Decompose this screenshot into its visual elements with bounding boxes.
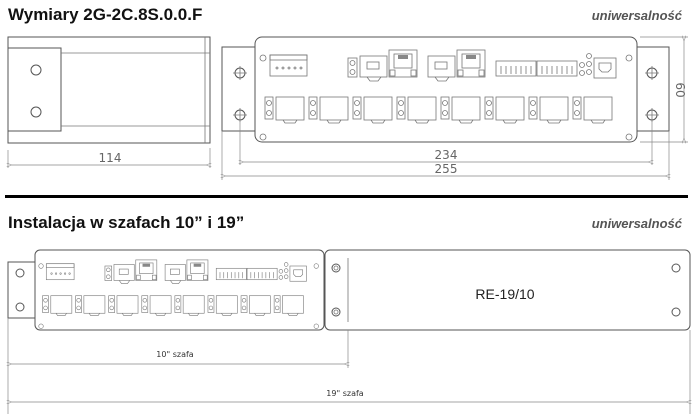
mounting-hole-icon bbox=[15, 302, 25, 312]
device-front-panel bbox=[254, 36, 638, 143]
dimension-depth: 114 bbox=[99, 151, 122, 165]
mounting-hole-icon bbox=[645, 66, 659, 80]
dimension-10-rack: 10" szafa bbox=[156, 350, 193, 359]
screw-icon bbox=[331, 307, 341, 317]
extension-label: RE-19/10 bbox=[475, 286, 534, 302]
mounting-hole-icon bbox=[15, 268, 25, 278]
section-title-installation: Instalacja w szafach 10” i 19” bbox=[8, 213, 244, 232]
mounting-hole-icon bbox=[671, 263, 681, 273]
mounting-hole-icon bbox=[645, 108, 659, 122]
rack-10-device-drawing bbox=[7, 249, 325, 331]
mounting-hole-icon bbox=[233, 66, 247, 80]
front-view-drawing bbox=[221, 36, 670, 143]
dimension-height: 60 bbox=[673, 82, 687, 97]
mounting-hole-icon bbox=[233, 108, 247, 122]
screw-icon bbox=[30, 64, 42, 76]
dimension-19-rack: 19" szafa bbox=[326, 389, 363, 398]
re-19-10-extension-drawing bbox=[324, 249, 691, 331]
dimension-total-width: 255 bbox=[435, 162, 458, 176]
tagline: uniwersalność bbox=[592, 8, 683, 23]
section-divider bbox=[5, 195, 688, 198]
side-view-drawing bbox=[7, 36, 211, 144]
mounting-hole-icon bbox=[671, 307, 681, 317]
screw-icon bbox=[30, 106, 42, 118]
device-front-panel bbox=[34, 249, 325, 331]
screw-icon bbox=[331, 263, 341, 273]
tagline: uniwersalność bbox=[592, 216, 683, 231]
dimension-mount-spacing: 234 bbox=[435, 148, 458, 162]
section-title-dimensions: Wymiary 2G-2C.8S.0.0.F bbox=[8, 5, 202, 24]
